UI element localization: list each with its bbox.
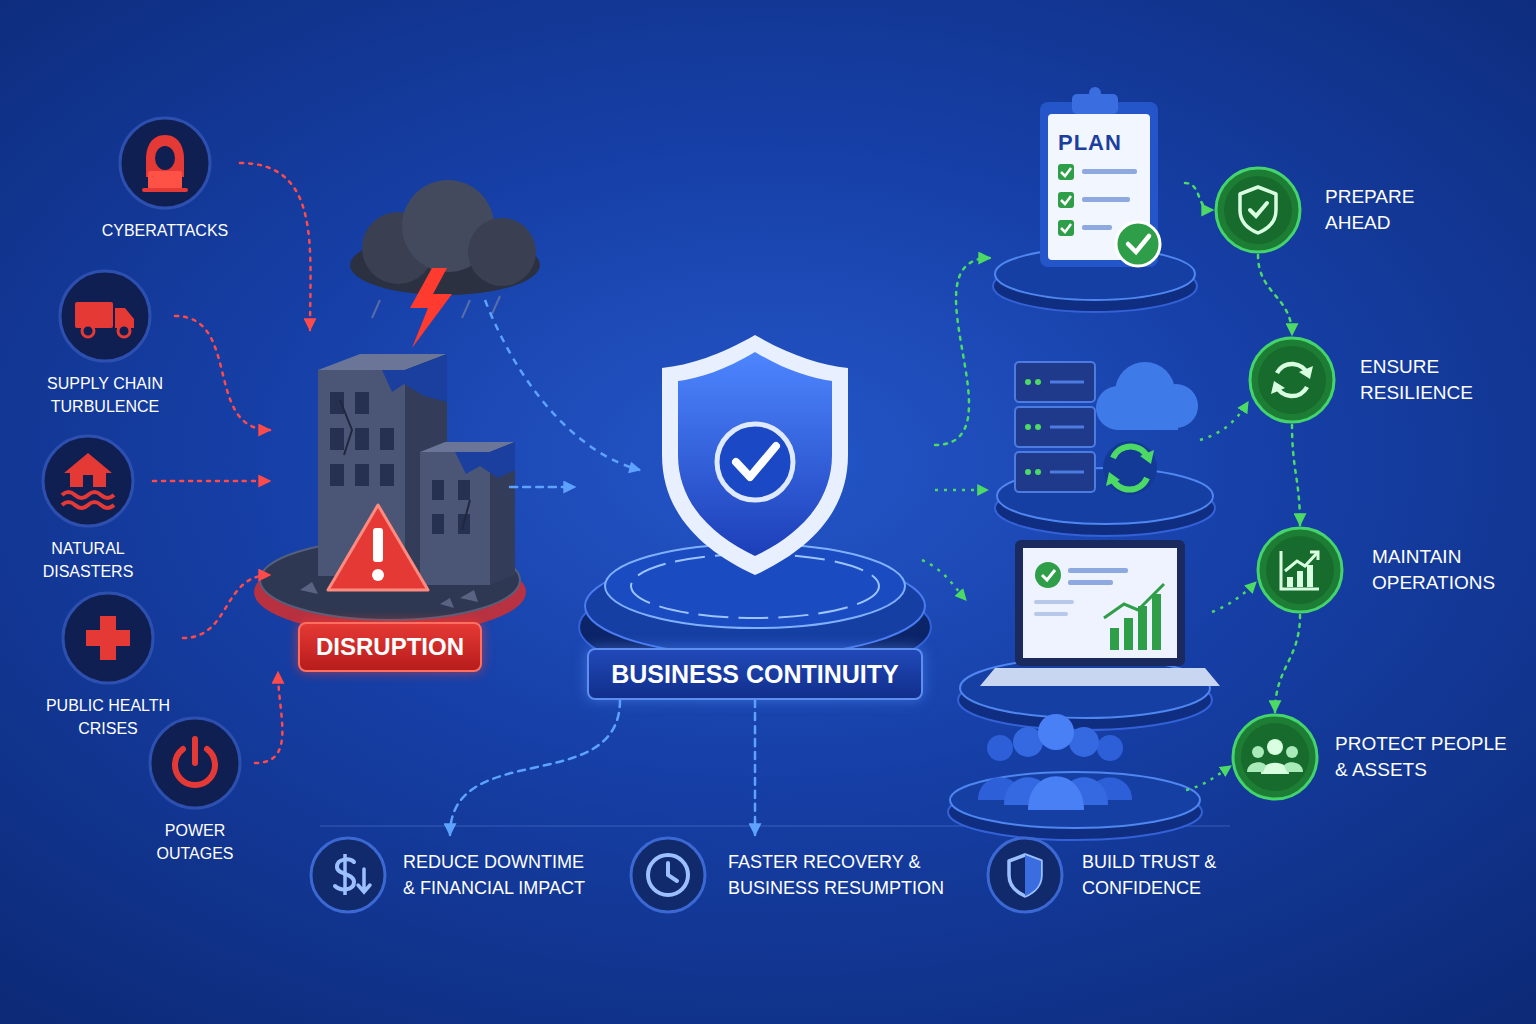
round-icon [1255, 525, 1345, 615]
threat-label: CYBERATTACKS [90, 219, 240, 242]
outcome-label: PROTECT PEOPLE & ASSETS [1335, 731, 1515, 783]
threat-node: POWER OUTAGES [135, 715, 255, 865]
threat-icon [40, 433, 136, 529]
threat-label: NATURAL DISASTERS [23, 537, 153, 583]
threat-node: PUBLIC HEALTH CRISES [33, 590, 183, 740]
connector [1185, 183, 1213, 210]
connector [510, 486, 575, 489]
connector [255, 672, 282, 763]
people-group [948, 714, 1202, 840]
round-icon [1230, 712, 1320, 802]
round-icon [308, 835, 388, 915]
outcome-label: BUILD TRUST & CONFIDENCE [1082, 849, 1232, 901]
threat-icon [57, 268, 153, 364]
round-icon [985, 835, 1065, 915]
benefit-node: BUILD TRUST & CONFIDENCE [985, 835, 1232, 915]
threat-node: CYBERATTACKS [90, 115, 240, 242]
connector [175, 316, 270, 430]
threat-label: POWER OUTAGES [135, 819, 255, 865]
flow-lines [922, 402, 1256, 790]
disruption-node: DISRUPTION [270, 330, 510, 672]
outcome-label: MAINTAIN OPERATIONS [1372, 544, 1507, 596]
outcome-label: REDUCE DOWNTIME & FINANCIAL IMPACT [403, 849, 595, 901]
badge-label: DISRUPTION [298, 622, 482, 672]
outcome-label: PREPARE AHEAD [1325, 184, 1455, 236]
badge-label: BUSINESS CONTINUITY [587, 648, 923, 700]
threat-icon [60, 590, 156, 686]
broken-building [254, 354, 526, 634]
connector [183, 575, 270, 638]
outcome-node: MAINTAIN OPERATIONS [1255, 525, 1507, 615]
shield-platform [579, 335, 931, 679]
threat-icon [117, 115, 213, 211]
continuity-node: BUSINESS CONTINUITY [575, 325, 935, 700]
outcome-node: PROTECT PEOPLE & ASSETS [1230, 712, 1515, 802]
benefit-node: REDUCE DOWNTIME & FINANCIAL IMPACT [308, 835, 595, 915]
connector [1275, 615, 1300, 712]
plan-node: PLAN [990, 88, 1185, 303]
outcome-node: ENSURE RESILIENCE [1247, 335, 1490, 425]
outcome-label: ENSURE RESILIENCE [1360, 354, 1490, 406]
connector [153, 480, 270, 483]
connector [754, 700, 757, 835]
connector [240, 163, 311, 330]
server-cloud [995, 362, 1215, 536]
threat-icon [147, 715, 243, 811]
round-icon [1247, 335, 1337, 425]
threat-node: SUPPLY CHAIN TURBULENCE [35, 268, 175, 418]
plan-title: PLAN [1058, 130, 1122, 156]
connector [935, 258, 990, 445]
outcome-node: PREPARE AHEAD [1213, 165, 1455, 255]
benefit-node: FASTER RECOVERY & BUSINESS RESUMPTION [628, 835, 968, 915]
connector [450, 700, 620, 835]
plan-clipboard [993, 87, 1197, 312]
round-icon [1213, 165, 1303, 255]
storm-cloud [350, 180, 540, 348]
laptop-dashboard [958, 540, 1220, 730]
threat-label: SUPPLY CHAIN TURBULENCE [35, 372, 175, 418]
connector [1292, 425, 1300, 525]
threat-node: NATURAL DISASTERS [23, 433, 153, 583]
outcome-label: FASTER RECOVERY & BUSINESS RESUMPTION [728, 849, 968, 901]
round-icon [628, 835, 708, 915]
connector [1258, 255, 1292, 335]
